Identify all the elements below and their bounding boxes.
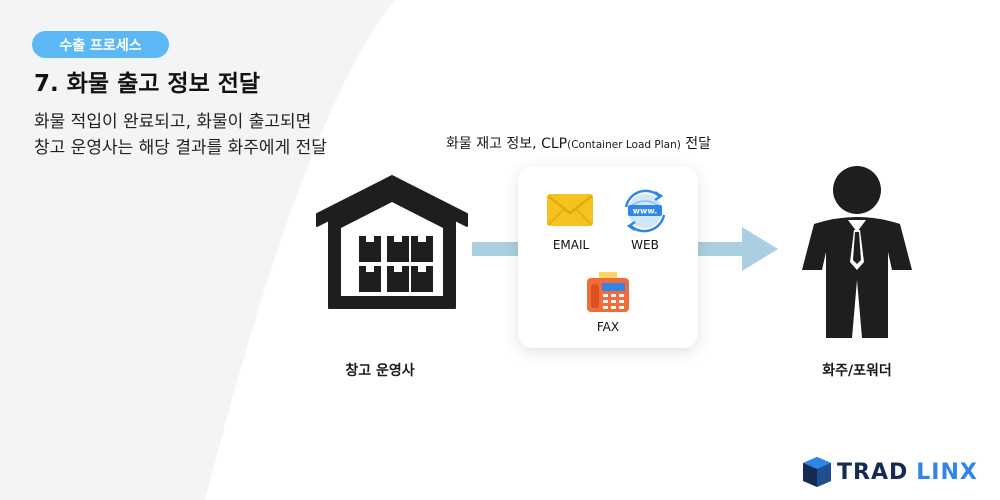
channel-label-email: EMAIL (552, 238, 590, 252)
envelope-icon (547, 194, 593, 226)
flow-label: 화물 재고 정보, CLP(Container Load Plan) 전달 (446, 133, 711, 153)
person-icon (794, 158, 920, 346)
flow-label-small: (Container Load Plan) (567, 139, 681, 151)
arrow-left-segment (472, 242, 522, 256)
shipper-label: 화주/포워더 (822, 363, 892, 379)
brand-mark-icon (803, 457, 831, 487)
globe-www-icon: www. (624, 189, 666, 233)
section-badge: 수출 프로세스 (32, 31, 169, 58)
fax-icon (587, 272, 629, 312)
brand-name-part1: TRAD (837, 459, 909, 485)
description-line: 창고 운영사는 해당 결과를 화주에게 전달 (34, 138, 327, 158)
arrow-right-icon (698, 227, 778, 271)
channel-label-web: WEB (631, 238, 659, 252)
warehouse-label: 창고 운영사 (345, 363, 415, 379)
page-title: 7. 화물 출고 정보 전달 (34, 71, 261, 97)
flow-label-end: 전달 (680, 136, 712, 152)
channel-label-fax: FAX (596, 320, 620, 334)
brand-logo: TRAD LINX (803, 457, 978, 487)
flow-label-main: 화물 재고 정보, CLP (446, 136, 568, 152)
brand-name-part2: LINX (916, 459, 978, 485)
description-line: 화물 적입이 완료되고, 화물이 출고되면 (34, 112, 312, 132)
description: 화물 적입이 완료되고, 화물이 출고되면 창고 운영사는 해당 결과를 화주에… (34, 109, 327, 161)
web-icon-text: www. (633, 207, 658, 216)
warehouse-icon (310, 169, 474, 315)
